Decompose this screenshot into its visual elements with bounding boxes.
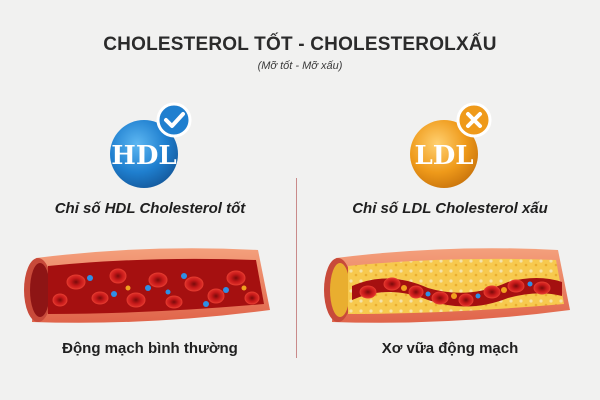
hdl-badge-text: HDL — [111, 141, 176, 171]
hdl-panel: HDL Chỉ số HDL Cholesterol tốt — [18, 98, 283, 357]
ldl-badge: LDL — [400, 98, 500, 190]
page-subtitle: (Mỡ tốt - Mỡ xấu) — [257, 60, 343, 72]
check-icon — [156, 102, 192, 138]
hdl-caption: Chỉ số HDL Cholesterol tốt — [54, 200, 246, 217]
clogged-artery-label: Xơ vữa động mạch — [381, 340, 519, 357]
ldl-caption: Chỉ số LDL Cholesterol xấu — [352, 200, 548, 217]
center-divider — [296, 178, 297, 358]
normal-artery-illustration — [18, 238, 283, 335]
normal-artery-label: Động mạch bình thường — [62, 340, 238, 357]
ldl-panel: LDL Chỉ số LDL Cholesterol xấu — [300, 0, 600, 400]
clogged-artery-illustration — [318, 238, 583, 335]
ldl-badge-text: LDL — [414, 141, 473, 171]
x-icon — [456, 102, 492, 138]
page-title: CHOLESTEROL TỐT - CHOLESTEROLXẤU — [103, 34, 497, 55]
hdl-badge: HDL — [100, 98, 200, 190]
